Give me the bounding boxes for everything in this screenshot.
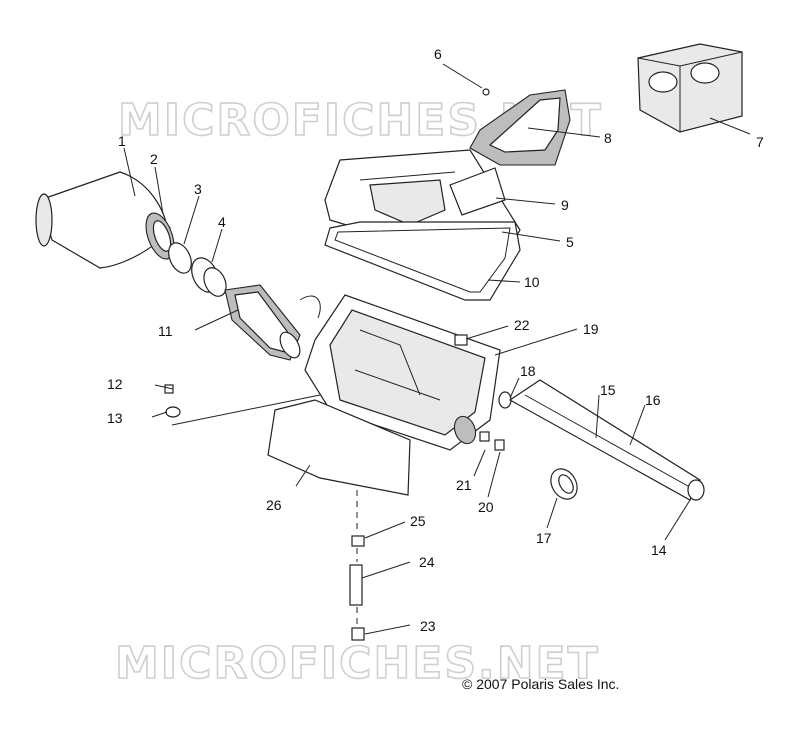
callout-16: 16 (645, 392, 661, 408)
part-6-screw (482, 88, 490, 96)
callout-7: 7 (756, 134, 764, 150)
leader-lines (123, 63, 751, 635)
part-3-clamp (168, 242, 192, 274)
callout-19: 19 (583, 321, 599, 337)
callout-3: 3 (194, 181, 202, 197)
part-8-snorkel (469, 89, 571, 166)
callout-15: 15 (600, 382, 616, 398)
part-19-airbox-base (304, 294, 501, 451)
part-11-intake-duct (224, 284, 321, 361)
callout-20: 20 (478, 499, 494, 515)
callout-23: 23 (420, 618, 436, 634)
part-23-drain-clamp (351, 627, 365, 641)
callout-18: 18 (520, 363, 536, 379)
callout-21: 21 (456, 477, 472, 493)
part-26-heat-shield (267, 399, 411, 496)
part-1-air-filter (35, 171, 171, 269)
callout-26: 26 (266, 497, 282, 513)
callout-9: 9 (561, 197, 569, 213)
part-25-drain-cap (351, 535, 365, 547)
callout-6: 6 (434, 46, 442, 62)
part-15-16-hose (508, 379, 701, 501)
part-9-plate (449, 167, 506, 216)
callout-4: 4 (218, 214, 226, 230)
callout-22: 22 (514, 317, 530, 333)
callout-17: 17 (536, 530, 552, 546)
part-24-drain-tube (349, 564, 363, 606)
callout-13: 13 (107, 410, 123, 426)
copyright: © 2007 Polaris Sales Inc. (462, 676, 619, 692)
callout-5: 5 (566, 234, 574, 250)
callout-12: 12 (107, 376, 123, 392)
callout-2: 2 (150, 151, 158, 167)
part-7-foam-block (637, 43, 743, 133)
callout-25: 25 (410, 513, 426, 529)
part-20-plug (494, 439, 505, 451)
part-2-filter-ring (145, 212, 175, 260)
callout-1: 1 (118, 133, 126, 149)
callout-24: 24 (419, 554, 435, 570)
part-22-clip (454, 334, 468, 346)
part-10-seal (324, 221, 521, 301)
part-17-clamp (550, 468, 578, 500)
callout-10: 10 (524, 274, 540, 290)
part-4-coupler (191, 257, 227, 297)
callout-14: 14 (651, 542, 667, 558)
callout-11: 11 (158, 323, 173, 339)
part-21-plug (479, 431, 490, 442)
callout-8: 8 (604, 130, 612, 146)
part-13-washer (165, 406, 181, 418)
watermark-bottom: MICROFICHES.NET (115, 638, 600, 689)
part-14-clamp (687, 479, 705, 501)
